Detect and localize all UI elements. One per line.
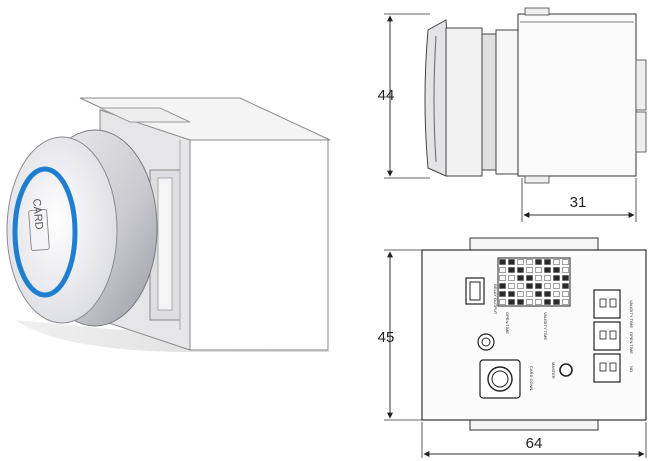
side-housing bbox=[517, 13, 637, 177]
side-neck-3 bbox=[495, 29, 519, 175]
housing-front-face bbox=[189, 139, 329, 351]
dip-switch bbox=[553, 291, 560, 297]
dip-switch bbox=[562, 291, 569, 297]
back-view: RELAY OUTPUT OPEN TIME VALIDITY TIME CAR… bbox=[378, 237, 647, 458]
dip-switch bbox=[544, 299, 551, 305]
dip-switch bbox=[544, 283, 551, 289]
validity-time-label: VALIDITY TIME bbox=[543, 312, 548, 340]
terminal-pin bbox=[599, 330, 607, 340]
dip-switch bbox=[526, 259, 533, 265]
dip-switch bbox=[508, 259, 515, 265]
dip-switch bbox=[499, 275, 506, 281]
dip-grid-frame bbox=[497, 257, 571, 307]
dip-switch-grid bbox=[497, 257, 571, 307]
dim-45-label: 45 bbox=[378, 329, 395, 346]
dip-switch bbox=[517, 267, 524, 273]
dip-switch bbox=[535, 275, 542, 281]
dip-switch bbox=[562, 299, 569, 305]
dip-switch bbox=[508, 267, 515, 273]
no-label: NO bbox=[629, 366, 634, 372]
dip-switch bbox=[526, 283, 533, 289]
dip-switch bbox=[544, 291, 551, 297]
dip-switch bbox=[553, 283, 560, 289]
card-symbol-icon bbox=[28, 209, 50, 251]
dip-switch bbox=[544, 275, 551, 281]
dim-44-label: 44 bbox=[378, 87, 395, 104]
isometric-view: CARD bbox=[6, 97, 331, 352]
dip-switch bbox=[508, 283, 515, 289]
side-rear-block-1 bbox=[635, 59, 647, 111]
terminal-pin bbox=[609, 298, 617, 308]
dip-switch bbox=[508, 299, 515, 305]
dip-switch bbox=[553, 299, 560, 305]
dip-switch bbox=[562, 275, 569, 281]
bracket-top bbox=[99, 107, 191, 123]
dip-switch bbox=[508, 291, 515, 297]
validity-time-right-label: VALIDITY TIME bbox=[629, 300, 634, 328]
side-neck-2 bbox=[481, 33, 497, 171]
terminal-blocks bbox=[593, 289, 621, 383]
side-view: 44 31 bbox=[378, 7, 647, 222]
terminal-pin bbox=[609, 362, 617, 372]
button-legend: CARD bbox=[30, 198, 45, 230]
dip-switch bbox=[544, 259, 551, 265]
side-knob-edge bbox=[433, 35, 437, 163]
dip-switch bbox=[499, 291, 506, 297]
dip-switch bbox=[526, 275, 533, 281]
terminal-pin bbox=[609, 330, 617, 340]
dip-switch bbox=[526, 267, 533, 273]
dip-switch bbox=[526, 299, 533, 305]
side-rear-block-2 bbox=[635, 111, 647, 153]
master-label: MASTER bbox=[551, 362, 556, 379]
dip-switch bbox=[553, 259, 560, 265]
dip-switch bbox=[508, 275, 515, 281]
side-neck-1 bbox=[445, 27, 483, 177]
dip-switch bbox=[553, 275, 560, 281]
side-housing-clip-top bbox=[524, 7, 550, 16]
dip-switch bbox=[562, 267, 569, 273]
open-time-label: OPEN TIME bbox=[505, 312, 510, 334]
card-connector-port-inner bbox=[491, 370, 509, 388]
card-connector-label: CARD CONN. bbox=[529, 366, 534, 391]
dip-switch bbox=[562, 259, 569, 265]
dip-switch bbox=[517, 291, 524, 297]
dip-switch bbox=[535, 283, 542, 289]
open-time-right-label: OPEN TIME bbox=[629, 332, 634, 354]
side-knob bbox=[424, 19, 450, 177]
dip-switch bbox=[517, 299, 524, 305]
side-housing-clip-bottom bbox=[524, 175, 550, 184]
back-bottom-tab bbox=[469, 419, 599, 431]
dim-64-label: 64 bbox=[526, 435, 543, 452]
dim-31-label: 31 bbox=[570, 194, 587, 211]
dip-switch bbox=[562, 283, 569, 289]
dip-switch bbox=[499, 299, 506, 305]
terminal-pin bbox=[599, 298, 607, 308]
relay-indicator-inner bbox=[469, 281, 481, 301]
dip-switch bbox=[517, 275, 524, 281]
dip-switch bbox=[499, 283, 506, 289]
illuminated-ring bbox=[12, 166, 78, 298]
dip-switch bbox=[535, 259, 542, 265]
relay-output-label: RELAY OUTPUT bbox=[493, 284, 498, 315]
small-led-ring-inner bbox=[481, 337, 491, 347]
dip-switch bbox=[526, 291, 533, 297]
terminal-pin bbox=[599, 362, 607, 372]
knob-face bbox=[6, 136, 118, 324]
back-top-tab bbox=[469, 237, 599, 251]
dip-switch bbox=[517, 259, 524, 265]
dip-switch bbox=[544, 267, 551, 273]
dip-switch bbox=[499, 267, 506, 273]
dip-switch bbox=[535, 267, 542, 273]
dip-switch bbox=[517, 283, 524, 289]
dip-switch bbox=[535, 299, 542, 305]
dip-switch bbox=[553, 267, 560, 273]
bracket-slot bbox=[157, 177, 173, 311]
master-button bbox=[559, 363, 573, 377]
dip-switch bbox=[535, 291, 542, 297]
dip-switch bbox=[499, 259, 506, 265]
